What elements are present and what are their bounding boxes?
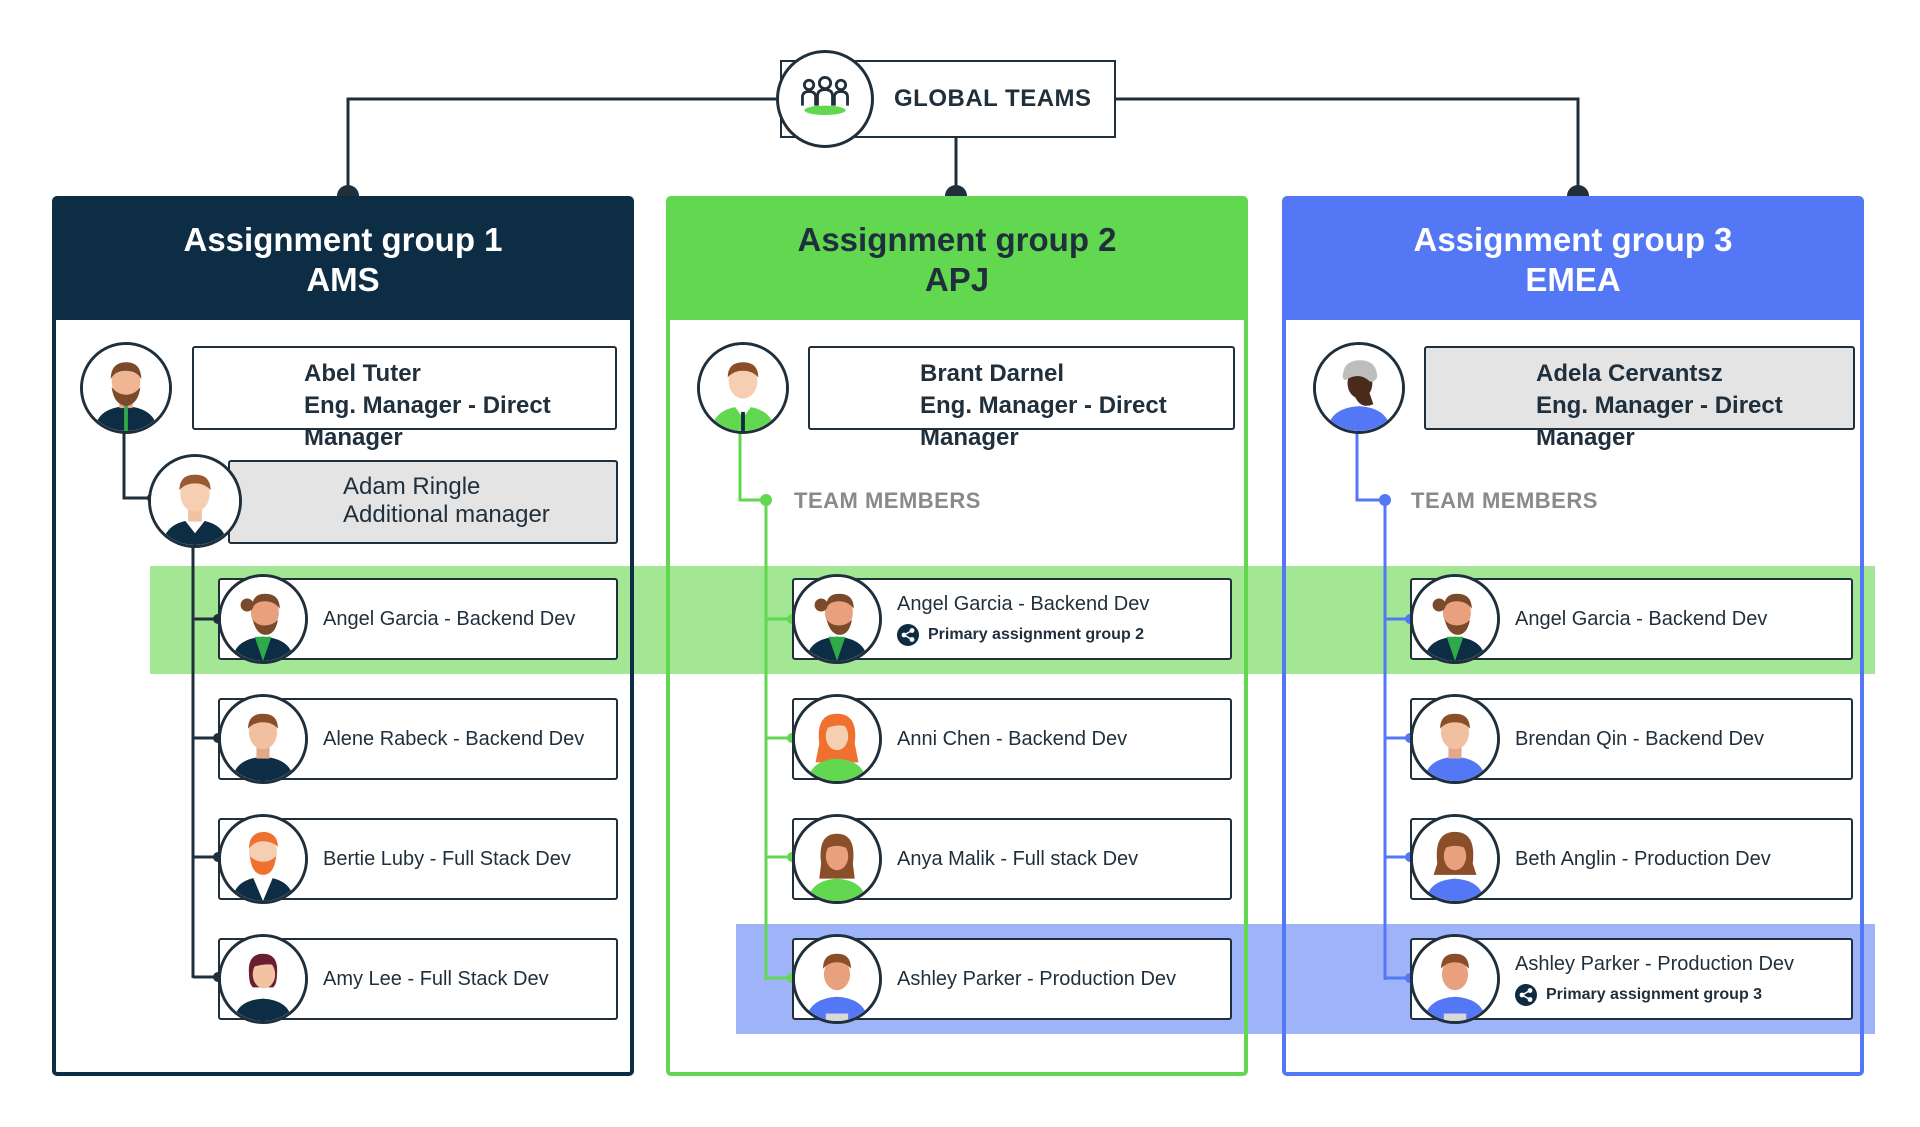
share-icon bbox=[1515, 983, 1537, 1006]
avatar-alene-rabeck bbox=[218, 694, 308, 784]
avatar-abel-tuter bbox=[80, 342, 172, 434]
avatar-angel-garcia-g3 bbox=[1410, 574, 1500, 664]
group-2-title: Assignment group 2 bbox=[797, 221, 1117, 258]
manager-name: Brant Darnel bbox=[920, 360, 1065, 387]
avatar-adam-ringle bbox=[148, 454, 242, 548]
team-members-label-g3: TEAM MEMBERS bbox=[1411, 488, 1598, 513]
primary-assignment-text: Primary assignment group 3 bbox=[1546, 985, 1763, 1003]
manager-name: Adela Cervantsz bbox=[1536, 360, 1723, 387]
avatar-anya-malik bbox=[792, 814, 882, 904]
group-2-header: Assignment group 2 APJ bbox=[670, 200, 1244, 320]
group-1-region: AMS bbox=[306, 261, 380, 298]
member-label: Anya Malik - Full stack Dev bbox=[897, 848, 1139, 870]
avatar-brant-darnel bbox=[697, 342, 789, 434]
manager-name: Abel Tuter bbox=[304, 360, 421, 387]
team-icon bbox=[776, 50, 874, 148]
avatar-angel-garcia-g2 bbox=[792, 574, 882, 664]
group-3-title: Assignment group 3 bbox=[1413, 221, 1733, 258]
avatar-angel-garcia-g1 bbox=[218, 574, 308, 664]
avatar-brendan-qin bbox=[1410, 694, 1500, 784]
group-3-region: EMEA bbox=[1525, 261, 1621, 298]
member-label: Amy Lee - Full Stack Dev bbox=[323, 968, 549, 990]
member-label: Brendan Qin - Backend Dev bbox=[1515, 728, 1765, 750]
manager-card-brant-darnel: Brant Darnel Eng. Manager - Direct Manag… bbox=[808, 346, 1235, 451]
avatar-ashley-parker-g3 bbox=[1410, 934, 1500, 1024]
avatar-bertie-luby bbox=[218, 814, 308, 904]
avatar-amy-lee bbox=[218, 934, 308, 1024]
manager-card-abel-tuter: Abel Tuter Eng. Manager - Direct Manager bbox=[192, 346, 617, 451]
member-label: Bertie Luby - Full Stack Dev bbox=[323, 848, 571, 870]
member-label: Ashley Parker - Production Dev bbox=[1515, 952, 1795, 975]
member-label: Ashley Parker - Production Dev bbox=[897, 968, 1177, 990]
assignment-group-1: Assignment group 1 AMS bbox=[52, 196, 634, 1076]
member-label: Angel Garcia - Backend Dev bbox=[897, 592, 1150, 615]
group-2-region: APJ bbox=[924, 261, 990, 298]
team-members-label-g2: TEAM MEMBERS bbox=[794, 488, 981, 513]
group-1-title: Assignment group 1 bbox=[183, 221, 503, 258]
member-label: Anni Chen - Backend Dev bbox=[897, 728, 1128, 750]
assignment-group-3: Assignment group 3 EMEA bbox=[1282, 196, 1864, 1076]
manager-card-adela-cervantsz: Adela Cervantsz Eng. Manager - Direct Ma… bbox=[1424, 346, 1855, 451]
manager-role: Eng. Manager - Direct Manager bbox=[1536, 392, 1783, 451]
manager-role: Eng. Manager - Direct Manager bbox=[920, 392, 1167, 451]
member-label: Angel Garcia - Backend Dev bbox=[1515, 608, 1768, 630]
avatar-beth-anglin bbox=[1410, 814, 1500, 904]
group-3-header: Assignment group 3 EMEA bbox=[1286, 200, 1860, 320]
additional-manager-name: Adam Ringle bbox=[343, 473, 481, 500]
primary-assignment-tag-g3: Primary assignment group 3 bbox=[1515, 983, 1851, 1007]
avatar-anni-chen bbox=[792, 694, 882, 784]
assignment-group-2: Assignment group 2 APJ bbox=[666, 196, 1248, 1076]
share-icon bbox=[897, 623, 919, 646]
global-teams-label: GLOBAL TEAMS bbox=[894, 85, 1092, 112]
member-card-anya-malik: Anya Malik - Full stack Dev bbox=[792, 818, 1232, 900]
avatar-ashley-parker-g2 bbox=[792, 934, 882, 1024]
member-label: Angel Garcia - Backend Dev bbox=[323, 608, 576, 630]
member-label: Beth Anglin - Production Dev bbox=[1515, 848, 1771, 870]
member-label: Alene Rabeck - Backend Dev bbox=[323, 728, 585, 750]
primary-assignment-tag-g2: Primary assignment group 2 bbox=[897, 623, 1230, 647]
additional-manager-role: Additional manager bbox=[343, 501, 550, 528]
primary-assignment-text: Primary assignment group 2 bbox=[928, 625, 1145, 643]
manager-role: Eng. Manager - Direct Manager bbox=[304, 392, 551, 451]
group-1-header: Assignment group 1 AMS bbox=[56, 200, 630, 320]
additional-manager-card-adam-ringle: Adam Ringle Additional manager bbox=[228, 460, 618, 544]
avatar-adela-cervantsz bbox=[1313, 342, 1405, 434]
